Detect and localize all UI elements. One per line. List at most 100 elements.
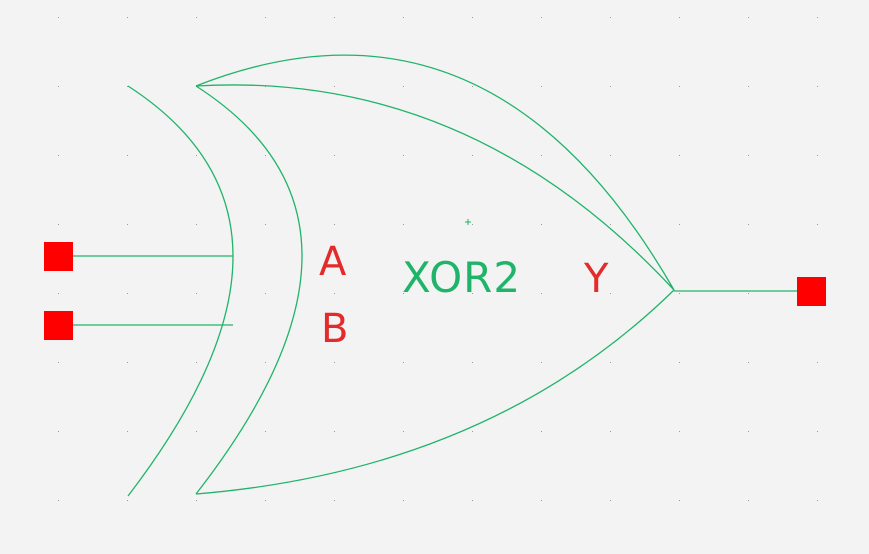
- output-label-y: Y: [583, 256, 609, 302]
- grid-dot: [817, 155, 818, 156]
- grid-dot: [472, 224, 473, 225]
- grid-dot: [265, 431, 266, 432]
- xor-input-arc: [127, 85, 234, 497]
- grid-dot: [748, 17, 749, 18]
- grid-dot: [196, 293, 197, 294]
- grid-dot: [196, 155, 197, 156]
- grid-dot: [265, 500, 266, 501]
- grid-dot: [58, 86, 59, 87]
- grid-dot: [334, 500, 335, 501]
- grid-dot: [748, 293, 749, 294]
- grid-dot: [679, 224, 680, 225]
- grid-dot: [403, 86, 404, 87]
- grid-dot: [472, 431, 473, 432]
- grid-dot: [472, 86, 473, 87]
- grid-dot: [817, 86, 818, 87]
- grid-dot: [265, 224, 266, 225]
- pin-a[interactable]: [44, 242, 73, 271]
- origin-marker: [465, 219, 471, 225]
- pin-y[interactable]: [797, 277, 826, 306]
- grid-dot: [403, 431, 404, 432]
- grid-dot: [265, 293, 266, 294]
- grid-dot: [748, 224, 749, 225]
- grid-dot: [610, 293, 611, 294]
- grid-dot: [196, 431, 197, 432]
- grid-dot: [334, 86, 335, 87]
- grid-dot: [58, 431, 59, 432]
- grid-dot: [541, 431, 542, 432]
- grid-dot: [472, 362, 473, 363]
- grid-dot: [58, 224, 59, 225]
- grid-dot: [748, 431, 749, 432]
- grid-dot: [748, 155, 749, 156]
- grid-dot: [541, 362, 542, 363]
- grid-dot: [610, 155, 611, 156]
- grid-dot: [817, 17, 818, 18]
- grid-dot: [472, 500, 473, 501]
- grid-dot: [265, 155, 266, 156]
- grid-dot: [679, 431, 680, 432]
- grid-dot: [127, 293, 128, 294]
- gate-bottom-curve: [195, 289, 675, 495]
- grid-dot: [58, 362, 59, 363]
- grid-dot: [127, 500, 128, 501]
- gate-back-curve: [195, 85, 303, 495]
- grid-dot: [334, 224, 335, 225]
- grid-dot: [334, 155, 335, 156]
- grid-dot: [334, 293, 335, 294]
- grid-dot: [265, 86, 266, 87]
- gate-name-label: XOR2: [402, 253, 521, 302]
- grid-dots: [58, 17, 818, 501]
- grid-dot: [610, 500, 611, 501]
- gate-top-outer-curve: [195, 54, 675, 291]
- grid-dot: [403, 155, 404, 156]
- grid-dot: [196, 17, 197, 18]
- grid-dot: [541, 293, 542, 294]
- grid-dot: [610, 17, 611, 18]
- grid-dot: [58, 500, 59, 501]
- grid-dot: [403, 293, 404, 294]
- grid-dot: [196, 224, 197, 225]
- grid-dot: [679, 17, 680, 18]
- grid-dot: [679, 86, 680, 87]
- grid-dot: [334, 17, 335, 18]
- grid-dot: [472, 17, 473, 18]
- grid-dot: [679, 293, 680, 294]
- grid-dot: [748, 86, 749, 87]
- grid-dot: [334, 362, 335, 363]
- grid-dot: [472, 155, 473, 156]
- grid-dot: [679, 362, 680, 363]
- input-label-b: B: [321, 306, 348, 352]
- grid-dot: [58, 17, 59, 18]
- grid-dot: [541, 224, 542, 225]
- grid-dot: [196, 362, 197, 363]
- grid-dot: [196, 500, 197, 501]
- grid-dot: [541, 155, 542, 156]
- gate-top-inner-curve: [195, 84, 675, 291]
- grid-dot: [679, 500, 680, 501]
- grid-dot: [334, 431, 335, 432]
- grid-dot: [127, 224, 128, 225]
- grid-dot: [817, 224, 818, 225]
- grid-dot: [265, 17, 266, 18]
- grid-dot: [403, 17, 404, 18]
- grid-dot: [748, 500, 749, 501]
- grid-dot: [127, 431, 128, 432]
- input-label-a: A: [319, 239, 347, 285]
- grid-dot: [817, 362, 818, 363]
- grid-dot: [541, 17, 542, 18]
- grid-dot: [127, 86, 128, 87]
- grid-dot: [679, 155, 680, 156]
- grid-dot: [610, 224, 611, 225]
- grid-dot: [541, 86, 542, 87]
- grid-dot: [472, 293, 473, 294]
- grid-dot: [541, 500, 542, 501]
- grid-dot: [127, 17, 128, 18]
- grid-dot: [610, 431, 611, 432]
- grid-dot: [403, 224, 404, 225]
- pin-b[interactable]: [44, 311, 73, 340]
- grid-dot: [58, 293, 59, 294]
- grid-dot: [610, 362, 611, 363]
- grid-dot: [817, 431, 818, 432]
